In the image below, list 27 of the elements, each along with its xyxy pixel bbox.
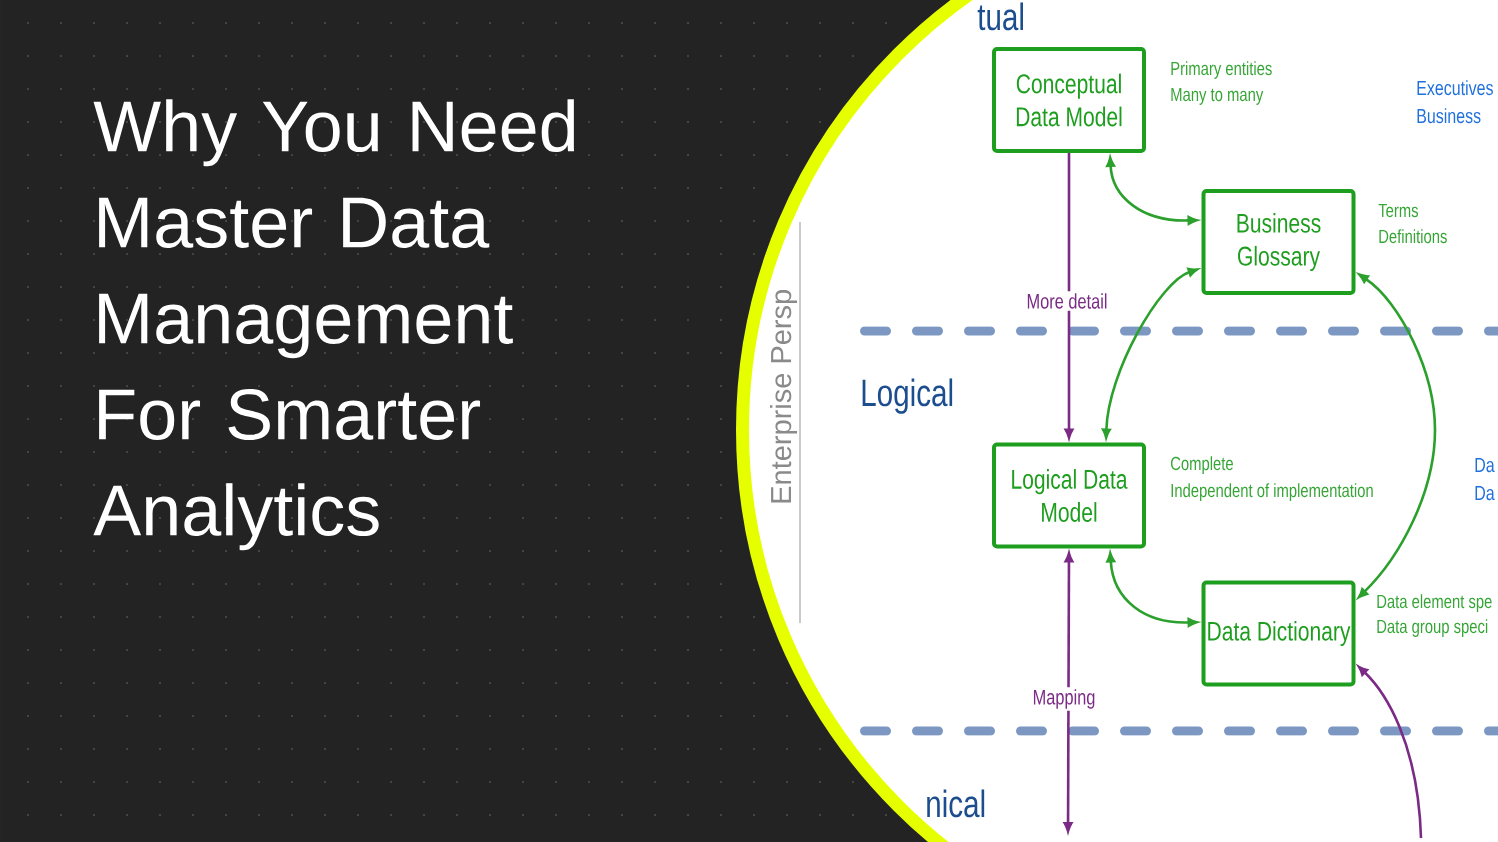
side-label: Enterprise Persp: [770, 290, 798, 503]
annotation: Primary entities: [1171, 61, 1272, 79]
process-box: Data Dictionary: [1201, 580, 1356, 687]
process-box: Logical Data Model: [992, 442, 1146, 549]
section-label: tual: [977, 2, 1023, 31]
section-label: nical: [927, 789, 985, 818]
process-box: Business Glossary: [1201, 189, 1356, 295]
annotation: Terms: [1378, 203, 1419, 218]
annotation: Definitions: [1379, 229, 1447, 244]
double-arrow: [1357, 273, 1437, 599]
heading: Why You Need Master Data Management For Smarter Analytics: [93, 99, 575, 551]
annotation: Data element spe: [1377, 594, 1492, 612]
annotation: Data group speci: [1377, 619, 1488, 637]
double-arrow: [1106, 156, 1198, 225]
arrow: [1357, 665, 1423, 839]
annotation: Complete: [1170, 456, 1233, 474]
note-text: Executives: [1417, 80, 1493, 96]
section-label: Logical: [862, 378, 953, 414]
double-arrow: [1106, 552, 1198, 627]
note-text: Da: [1475, 485, 1495, 501]
annotation: Independent of implementation: [1171, 483, 1373, 501]
process-box: Conceptual Data Model: [992, 47, 1146, 153]
edge-label: More detail: [1024, 291, 1110, 311]
note-text: Da: [1475, 457, 1495, 473]
edge-label: Mapping: [1030, 687, 1098, 711]
note-text: Business: [1417, 108, 1481, 124]
annotation: Many to many: [1171, 87, 1264, 105]
